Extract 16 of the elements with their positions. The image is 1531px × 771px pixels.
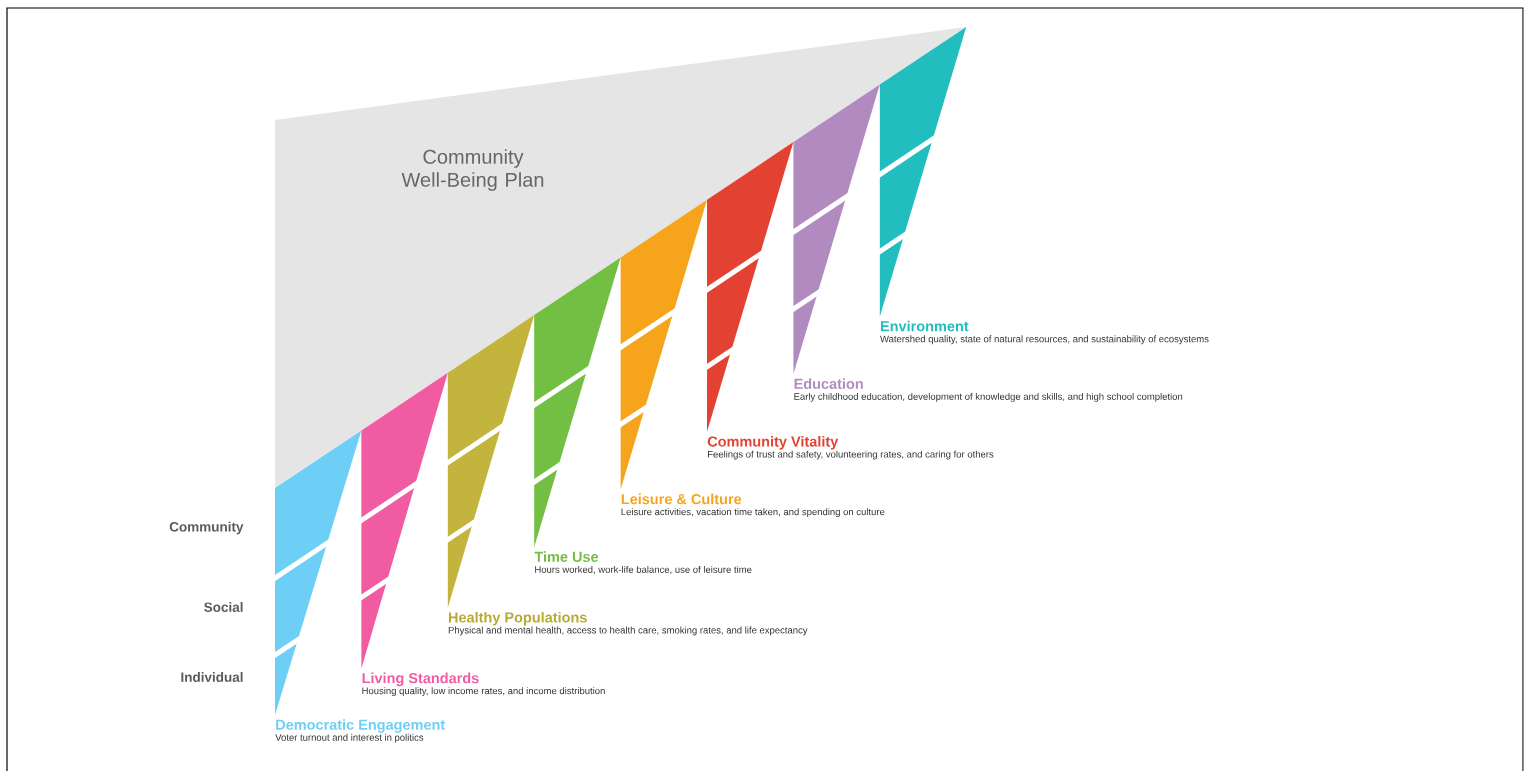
level-label: Individual: [181, 672, 243, 682]
node-label: Time Use: [534, 551, 599, 562]
level-label: Social: [204, 602, 243, 612]
node-label: Leisure activities, vacation time taken, and spending on culture: [621, 508, 885, 518]
node-label: Community Vitality: [707, 436, 839, 450]
node-label: Democratic Engagement: [276, 719, 446, 733]
node-label: Leisure & Culture: [621, 493, 742, 505]
node-label: Physical and mental health, access to health care, smoking rates, and life expectancy: [448, 626, 808, 636]
node-label: Housing quality, low income rates, and income distribution: [362, 687, 605, 697]
node-label: Hours worked, work-life balance, use of leisure time: [535, 565, 752, 575]
node-label: Education: [794, 378, 863, 389]
level-label: Community: [169, 521, 244, 535]
node-label: Healthy Populations: [448, 611, 587, 626]
node-label: Living Standards: [362, 672, 479, 687]
node-label: Environment: [880, 320, 969, 332]
node-label: Voter turnout and interest in politics: [275, 733, 424, 743]
